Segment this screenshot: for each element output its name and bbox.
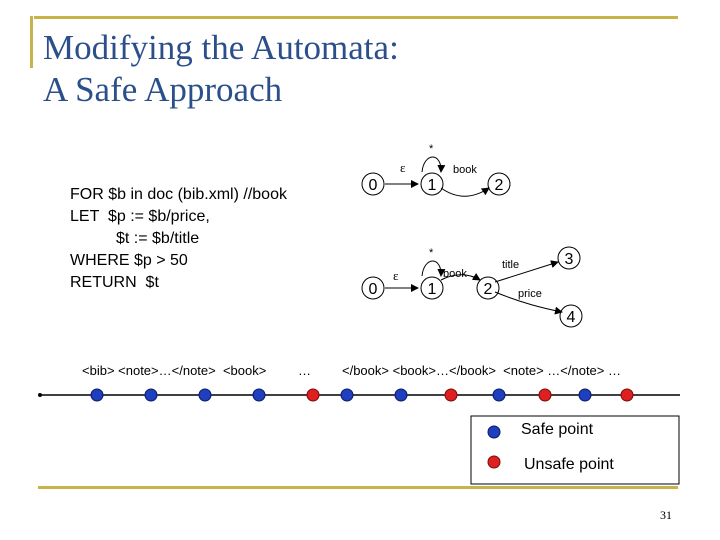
state-top-2: 2 [495, 177, 504, 194]
safe-point [340, 388, 354, 402]
automaton-bottom: ε * book title price 0 1 2 3 4 [369, 247, 576, 326]
query-line-where: WHERE $p > 50 [70, 252, 188, 269]
state-bottom-1: 1 [428, 281, 437, 298]
loop-bottom-1 [421, 260, 446, 277]
unsafe-point [538, 388, 552, 402]
automaton-top: ε * book 0 1 2 [369, 143, 504, 197]
state-circle-bottom-2 [476, 276, 500, 300]
state-circle-bottom-1 [420, 276, 444, 300]
state-bottom-3: 3 [565, 251, 574, 268]
xml-stream [38, 388, 680, 402]
stream-text-left: <bib> <note>…</note> <book> [82, 363, 267, 378]
page-number: 31 [660, 508, 672, 522]
safe-point [492, 388, 506, 402]
state-circle-bottom-3 [557, 246, 581, 270]
safe-point [90, 388, 104, 402]
state-bottom-4: 4 [567, 309, 576, 326]
slide-title-line-2: A Safe Approach [43, 70, 283, 109]
edge-bottom-1-2 [440, 272, 481, 281]
edge-label-top-eps: ε [400, 160, 406, 175]
state-top-0: 0 [369, 177, 378, 194]
slide-title-line-1: Modifying the Automata: [43, 28, 399, 67]
state-bottom-0: 0 [369, 281, 378, 298]
loop-label-top: * [429, 143, 434, 155]
state-circle-top-2 [487, 172, 511, 196]
safe-point [252, 388, 266, 402]
legend-safe-label: Safe point [521, 421, 594, 438]
state-top-1: 1 [428, 177, 437, 194]
safe-point [198, 388, 212, 402]
slide-title: Modifying the Automata: A Safe Approach [43, 27, 399, 111]
edge-bottom-2-4 [494, 291, 563, 315]
stream-points [90, 388, 634, 402]
xquery-code: FOR $b in doc (bib.xml) //book LET $p :=… [70, 184, 287, 294]
query-line-let: LET $p := $b/price, [70, 208, 210, 225]
query-line-return: RETURN $t [70, 274, 159, 291]
state-circle-top-1 [420, 172, 444, 196]
unsafe-point [444, 388, 458, 402]
unsafe-point [306, 388, 320, 402]
loop-top-1 [421, 156, 446, 173]
state-bottom-2: 2 [484, 281, 493, 298]
state-circle-top-0 [361, 172, 385, 196]
legend-unsafe-label: Unsafe point [524, 456, 614, 473]
legend-box [470, 415, 680, 485]
edge-label-bottom-title: title [502, 259, 519, 271]
unsafe-point [620, 388, 634, 402]
legend-unsafe-marker [487, 455, 501, 469]
edge-top-1-2 [440, 187, 490, 197]
edge-label-bottom-book: book [443, 268, 467, 280]
stream-start-dot [38, 393, 42, 397]
legend-safe-marker [487, 425, 501, 439]
safe-point [578, 388, 592, 402]
frame-top-rule [34, 16, 678, 19]
query-line-let-t: $t := $b/title [116, 230, 200, 247]
loop-label-bottom: * [429, 247, 434, 259]
edge-label-bottom-price: price [518, 288, 542, 300]
edge-label-bottom-eps: ε [393, 268, 399, 283]
state-circle-bottom-4 [559, 304, 583, 328]
frame-bottom-rule [38, 486, 678, 489]
safe-point [144, 388, 158, 402]
edge-label-top-book: book [453, 164, 477, 176]
stream-text-right: </book> <book>…</book> <note> …</note> … [342, 363, 621, 378]
frame-left-rule [30, 16, 33, 68]
state-circle-bottom-0 [361, 276, 385, 300]
query-line-for: FOR $b in doc (bib.xml) //book [70, 186, 287, 203]
edge-bottom-2-3 [494, 260, 559, 283]
safe-point [394, 388, 408, 402]
stream-text-ellipsis: … [298, 363, 311, 378]
